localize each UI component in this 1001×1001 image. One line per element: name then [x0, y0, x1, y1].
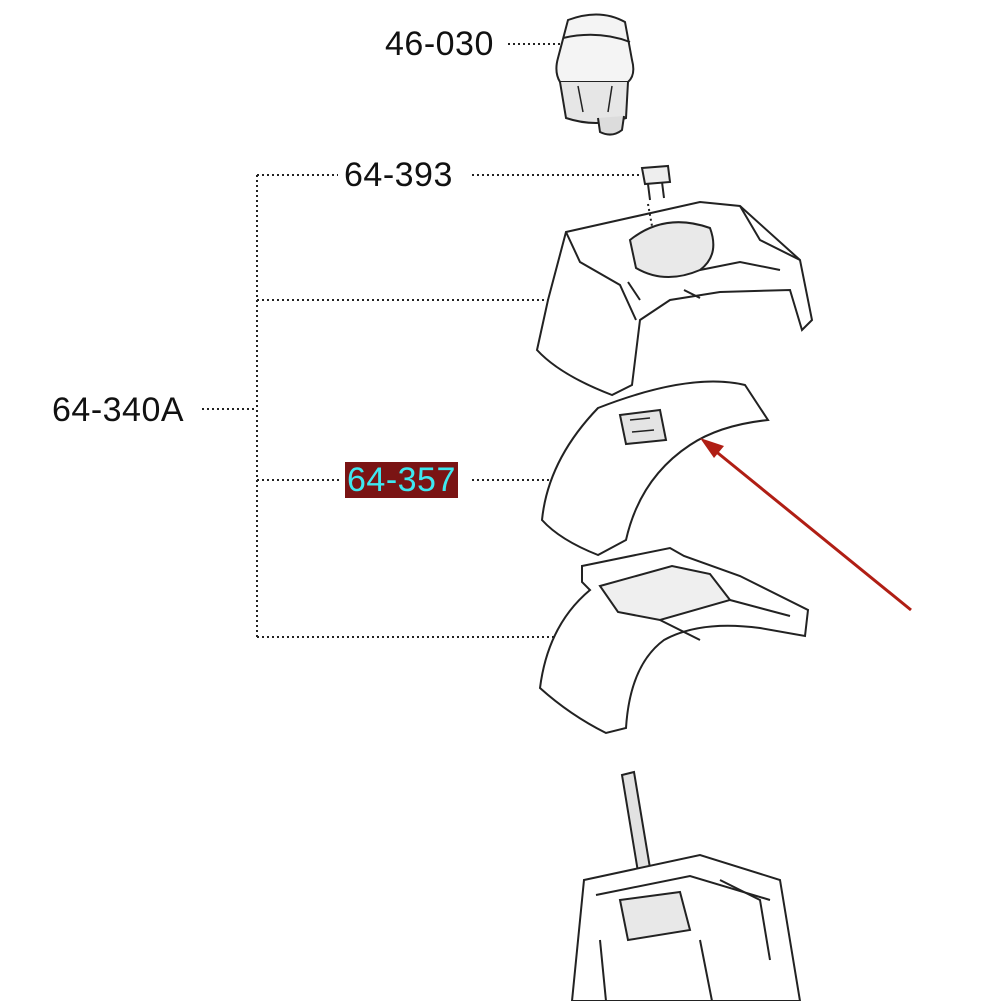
shifter-mechanism-drawing: [570, 770, 802, 1001]
part-number-46-030: 46-030: [385, 25, 494, 63]
shift-knob-drawing: [555, 13, 635, 136]
center-panel-drawing: [540, 380, 770, 557]
part-number-64-340a: 64-340A: [52, 391, 185, 429]
highlight-arrow: [700, 438, 912, 612]
clip-drawing: [640, 164, 672, 201]
part-number-64-393: 64-393: [344, 156, 453, 194]
lower-panel-drawing: [538, 546, 810, 735]
upper-cover-drawing: [535, 200, 814, 397]
part-number-64-357-highlighted[interactable]: 64-357: [345, 461, 458, 499]
